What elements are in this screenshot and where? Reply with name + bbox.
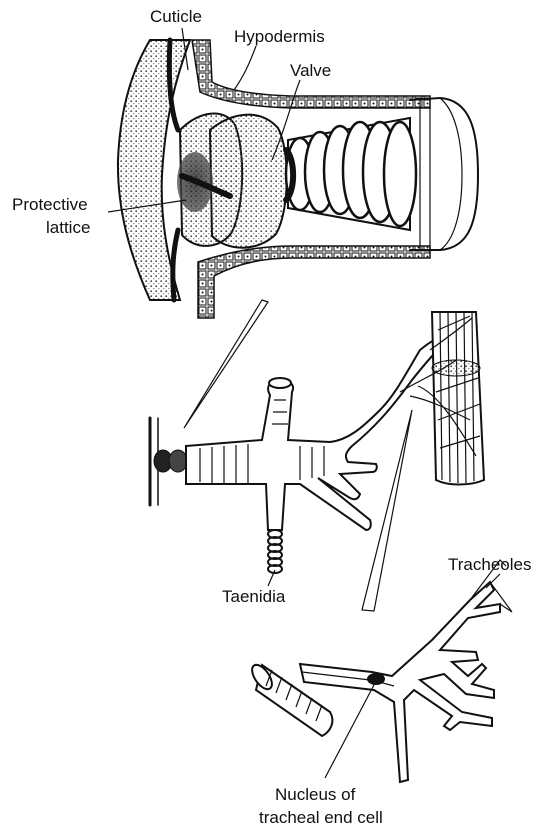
atrium-chamber-right (210, 115, 287, 248)
label-nucleus-2: tracheal end cell (259, 808, 383, 827)
label-tracheoles: Tracheoles (448, 555, 531, 574)
label-nucleus-1: Nucleus of (275, 785, 356, 804)
muscle-bundle (432, 312, 484, 485)
taenidia-coil (268, 530, 282, 573)
leader-hypodermis (234, 46, 256, 90)
label-protective-lattice-2: lattice (46, 218, 90, 237)
label-valve: Valve (290, 61, 331, 80)
end-cell-body (300, 582, 500, 782)
label-taenidia: Taenidia (222, 587, 286, 606)
zoom-wedge-upper (184, 300, 268, 428)
label-protective-lattice-1: Protective (12, 195, 88, 214)
label-hypodermis: Hypodermis (234, 27, 325, 46)
hypodermis-band-lower (198, 246, 430, 318)
label-cuticle: Cuticle (150, 7, 202, 26)
zoom-wedge-lower (362, 410, 412, 611)
trachea-coil-top (286, 118, 416, 230)
spiracle-section (118, 40, 478, 318)
trachea-branching (150, 312, 484, 573)
leader-nucleus (325, 683, 375, 778)
tracheal-end-cell (248, 560, 512, 782)
